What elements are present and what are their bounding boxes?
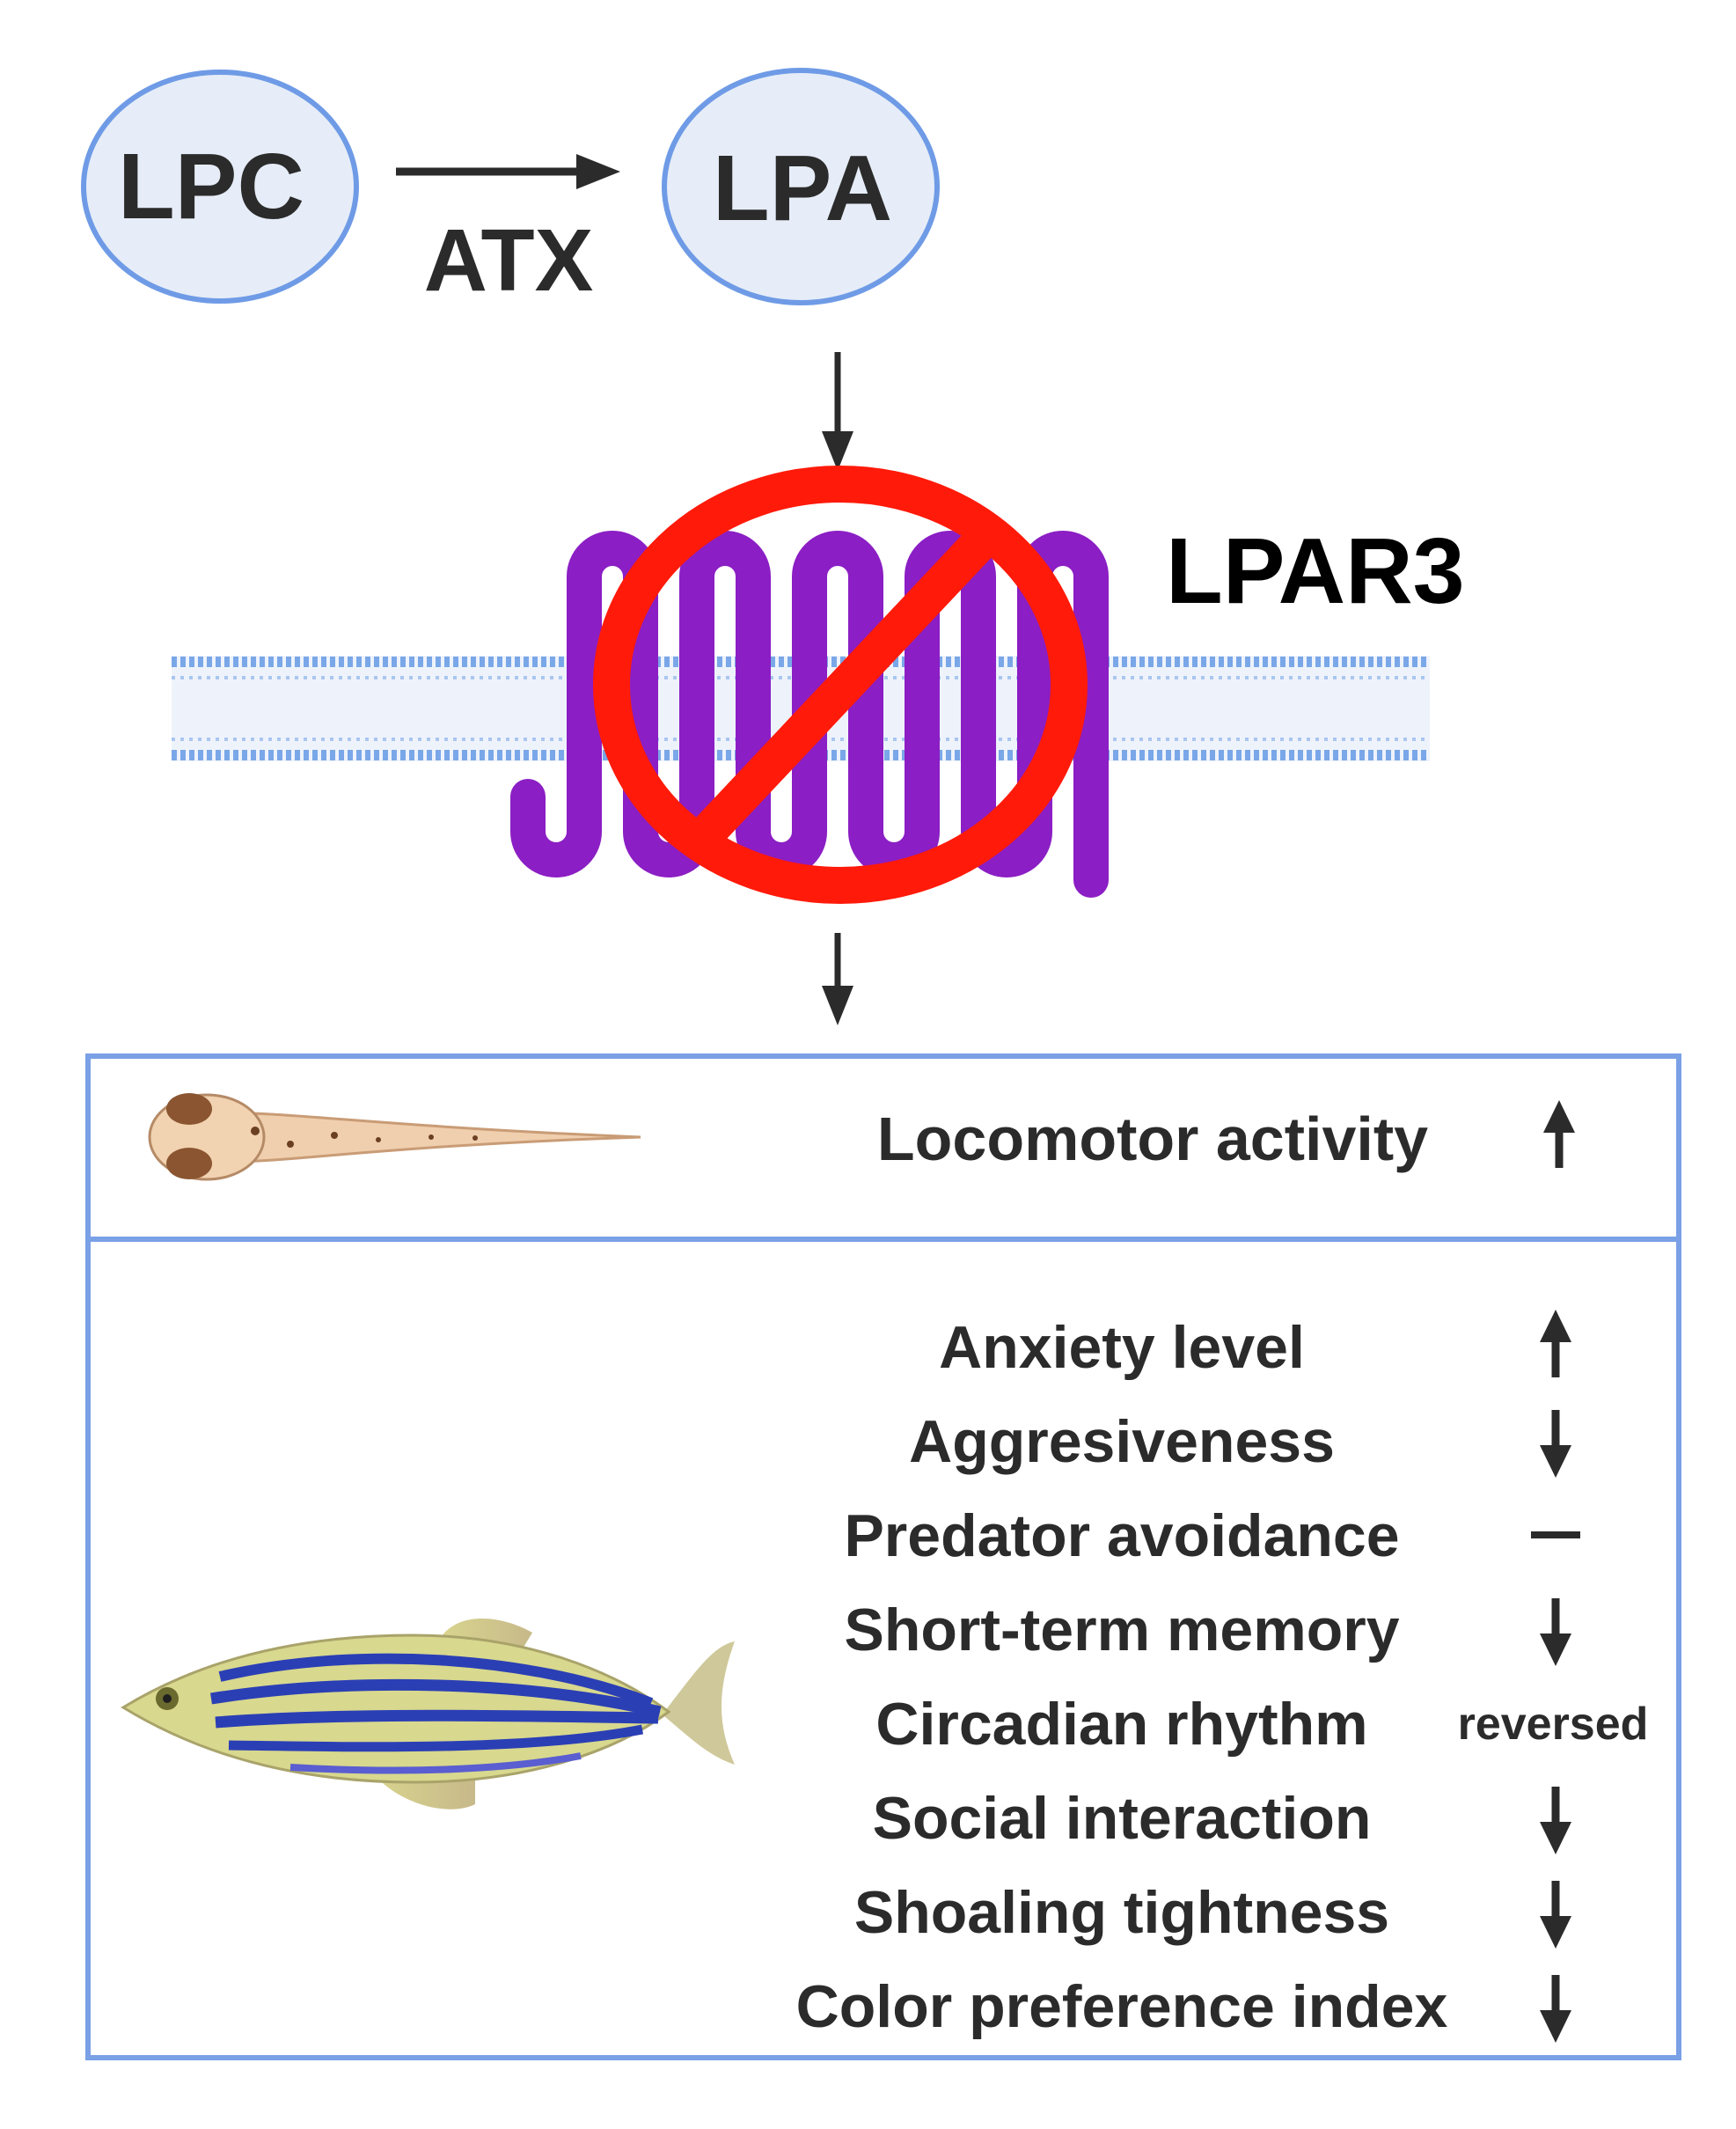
binding-arrow xyxy=(822,352,853,471)
lpa-label: LPA xyxy=(713,136,892,240)
effect-label-predator-avoidance: Predator avoidance xyxy=(844,1502,1399,1569)
effect-symbol-social-interaction xyxy=(1540,1787,1571,1854)
prohibition-icon xyxy=(593,466,1088,904)
downstream-arrow xyxy=(822,933,853,1025)
effect-symbol-aggresiveness xyxy=(1540,1410,1571,1478)
lpc-label: LPC xyxy=(118,135,304,239)
effect-label-locomotor-activity: Locomotor activity xyxy=(877,1105,1428,1173)
zebrafish-larva-icon xyxy=(148,1093,641,1181)
atx-enzyme-label: ATX xyxy=(424,211,594,310)
effect-label-shoaling-tightness: Shoaling tightness xyxy=(854,1879,1389,1946)
effect-label-social-interaction: Social interaction xyxy=(873,1785,1372,1852)
effect-label-anxiety-level: Anxiety level xyxy=(939,1314,1305,1381)
effect-symbol-locomotor-activity xyxy=(1543,1100,1575,1168)
effect-label-color-preference-index: Color preference index xyxy=(796,1973,1448,2040)
effect-symbol-circadian-rhythm: reversed xyxy=(1458,1699,1649,1750)
adult-effect-symbols: reversed xyxy=(1458,1310,1649,2043)
effect-symbol-anxiety-level xyxy=(1540,1310,1571,1377)
effect-value-circadian-rhythm: reversed xyxy=(1458,1699,1649,1750)
adult-panel xyxy=(85,1237,1681,2060)
larva-effect-symbols xyxy=(1543,1100,1575,1168)
effect-label-aggresiveness: Aggresiveness xyxy=(909,1408,1335,1475)
effect-symbol-color-preference-index xyxy=(1540,1975,1571,2043)
lpa-node: LPA xyxy=(662,68,940,305)
effect-label-short-term-memory: Short-term memory xyxy=(844,1597,1399,1663)
effect-label-circadian-rhythm: Circadian rhythm xyxy=(875,1691,1367,1758)
zebrafish-adult-icon xyxy=(121,1618,735,1810)
effect-symbol-short-term-memory xyxy=(1540,1598,1571,1666)
lpar3-label: LPAR3 xyxy=(1166,519,1465,623)
conversion-arrow xyxy=(396,154,620,189)
lpc-node: LPC xyxy=(81,70,359,304)
effect-symbol-shoaling-tightness xyxy=(1540,1881,1571,1949)
